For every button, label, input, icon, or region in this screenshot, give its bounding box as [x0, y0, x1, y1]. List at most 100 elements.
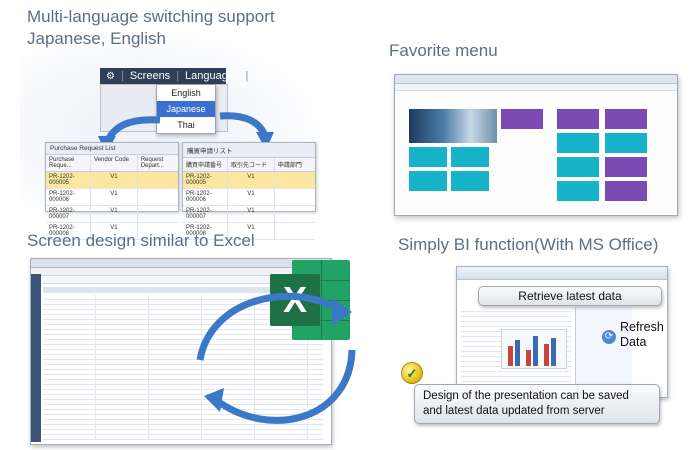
arrow-top-head [332, 298, 352, 326]
table-cell: V1 [228, 189, 275, 205]
refresh-label-line1: Refresh [620, 320, 664, 334]
tile-teal[interactable] [605, 133, 647, 153]
table-row[interactable]: PR-1202-000005 V1 [46, 172, 178, 189]
checkmark-icon: ✓ [401, 362, 423, 384]
tile-purple[interactable] [605, 157, 647, 177]
bi-ribbon [457, 267, 667, 280]
arrow-top-curve [196, 292, 342, 361]
table-row[interactable]: PR-1202-000007 V1 [183, 206, 315, 223]
table-en-title: Purchase Request List [46, 143, 178, 155]
table-row[interactable]: PR-1202-000008 V1 [183, 223, 315, 240]
table-cell: V1 [91, 172, 138, 188]
favorite-window-breadcrumb [395, 84, 677, 91]
table-cell [275, 172, 315, 188]
refresh-data-label: Refresh Data [620, 320, 664, 350]
table-cell: PR-1202-000005 [46, 172, 91, 188]
tile-teal[interactable] [557, 181, 599, 201]
table-cell [138, 189, 178, 205]
tile-teal[interactable] [409, 171, 447, 191]
bi-side-pane [575, 307, 632, 393]
table-row[interactable]: PR-1202-000007 V1 [46, 206, 178, 223]
table-en-header: Purchase Reque... Vendor Code Request De… [46, 155, 178, 172]
excel-screen-titlebar [31, 259, 331, 268]
language-option-thai[interactable]: Thai [177, 120, 195, 130]
language-section-title: Multi-language switching support Japanes… [27, 6, 327, 50]
settings-icon[interactable]: ⚙ [106, 70, 115, 82]
table-cell: PR-1202-000005 [183, 172, 228, 188]
excel-sync-arrows [196, 292, 356, 424]
table-cell: V1 [91, 206, 138, 222]
tile-teal[interactable] [451, 171, 489, 191]
excel-screen-sidebar [31, 274, 41, 442]
table-row[interactable]: PR-1202-000006 V1 [46, 189, 178, 206]
purchase-request-table-en: Purchase Request List Purchase Reque... … [45, 142, 179, 240]
menu-screens[interactable]: Screens [129, 70, 171, 82]
table-cell: V1 [228, 206, 275, 222]
tile-purple[interactable] [557, 109, 599, 129]
favorite-banner-image [409, 109, 497, 143]
table-cell [275, 189, 315, 205]
arrow-bottom-curve [213, 349, 356, 424]
tile-purple[interactable] [605, 181, 647, 201]
language-option-english[interactable]: English [171, 88, 201, 98]
bi-section-title: Simply BI function(With MS Office) [398, 235, 659, 254]
tile-teal[interactable] [557, 133, 599, 153]
tile-teal[interactable] [451, 147, 489, 167]
table-row[interactable]: PR-1202-000006 V1 [183, 189, 315, 206]
retrieve-latest-data-callout[interactable]: Retrieve latest data [478, 286, 662, 306]
table-cell [275, 206, 315, 222]
tile-purple[interactable] [605, 109, 647, 129]
table-cell: V1 [228, 172, 275, 188]
menu-languages[interactable]: Languages [185, 70, 240, 82]
refresh-label-line2: Data [620, 335, 647, 349]
language-title-line1: Multi-language switching support [27, 7, 275, 26]
arrow-bottom-head [204, 388, 224, 412]
favorite-window-titlebar [395, 75, 677, 84]
table-cell: V1 [228, 223, 275, 239]
table-en-col-1[interactable]: Purchase Reque... [46, 155, 91, 171]
tile-teal[interactable] [409, 147, 447, 167]
table-cell: V1 [91, 223, 138, 239]
table-jp-col-2[interactable]: 取引先コード [228, 158, 275, 171]
table-cell [138, 206, 178, 222]
language-dropdown[interactable]: English Japanese Thai [156, 84, 216, 134]
favorite-section-title: Favorite menu [389, 41, 498, 60]
refresh-icon: ⟳ [602, 330, 616, 344]
table-cell: V1 [91, 189, 138, 205]
table-jp-col-1[interactable]: 購買申請番号 [183, 158, 228, 171]
table-cell: PR-1202-000007 [46, 206, 91, 222]
bi-chart [501, 329, 567, 369]
retrieve-latest-data-label: Retrieve latest data [518, 289, 622, 303]
refresh-data-button[interactable]: ⟳ Refresh Data [602, 320, 672, 356]
table-jp-title: 購買申請リスト [183, 143, 315, 158]
excel-section-title: Screen design similar to Excel [27, 231, 255, 250]
language-menu-bar: ⚙ | Screens | Languages | Skins [100, 68, 281, 84]
tile-purple[interactable] [501, 109, 543, 129]
table-jp-col-3[interactable]: 申請部門 [277, 163, 302, 169]
table-cell: PR-1202-000006 [183, 189, 228, 205]
design-saved-line1: Design of the presentation can be saved [423, 390, 629, 402]
favorite-menu-window [394, 74, 678, 216]
excel-screen-filter-row [43, 277, 323, 284]
design-saved-line2: and latest data updated from server [423, 405, 605, 417]
table-jp-header: 購買申請番号 取引先コード 申請部門 [183, 158, 315, 172]
table-row[interactable]: PR-1202-000005 V1 [183, 172, 315, 189]
arrow-right-head [256, 132, 274, 150]
purchase-request-table-jp: 購買申請リスト 購買申請番号 取引先コード 申請部門 PR-1202-00000… [182, 142, 316, 240]
excel-screen-header-row [43, 287, 323, 293]
table-cell [138, 172, 178, 188]
table-row[interactable]: PR-1202-000008 V1 [46, 223, 178, 240]
menu-skins[interactable]: Skins [254, 70, 282, 82]
table-cell: PR-1202-000008 [46, 223, 91, 239]
table-en-col-3[interactable]: Request Depart... [140, 157, 164, 169]
tile-teal[interactable] [557, 157, 599, 177]
excel-screen-toolbar [31, 268, 331, 276]
table-cell: PR-1202-000008 [183, 223, 228, 239]
table-cell: PR-1202-000007 [183, 206, 228, 222]
language-option-japanese[interactable]: Japanese [157, 101, 215, 117]
design-saved-callout: Design of the presentation can be saved … [414, 384, 660, 424]
table-cell: PR-1202-000006 [46, 189, 91, 205]
language-title-line2: Japanese, English [27, 29, 166, 48]
table-en-col-2[interactable]: Vendor Code [91, 155, 138, 171]
arrow-left-curve [104, 116, 161, 142]
